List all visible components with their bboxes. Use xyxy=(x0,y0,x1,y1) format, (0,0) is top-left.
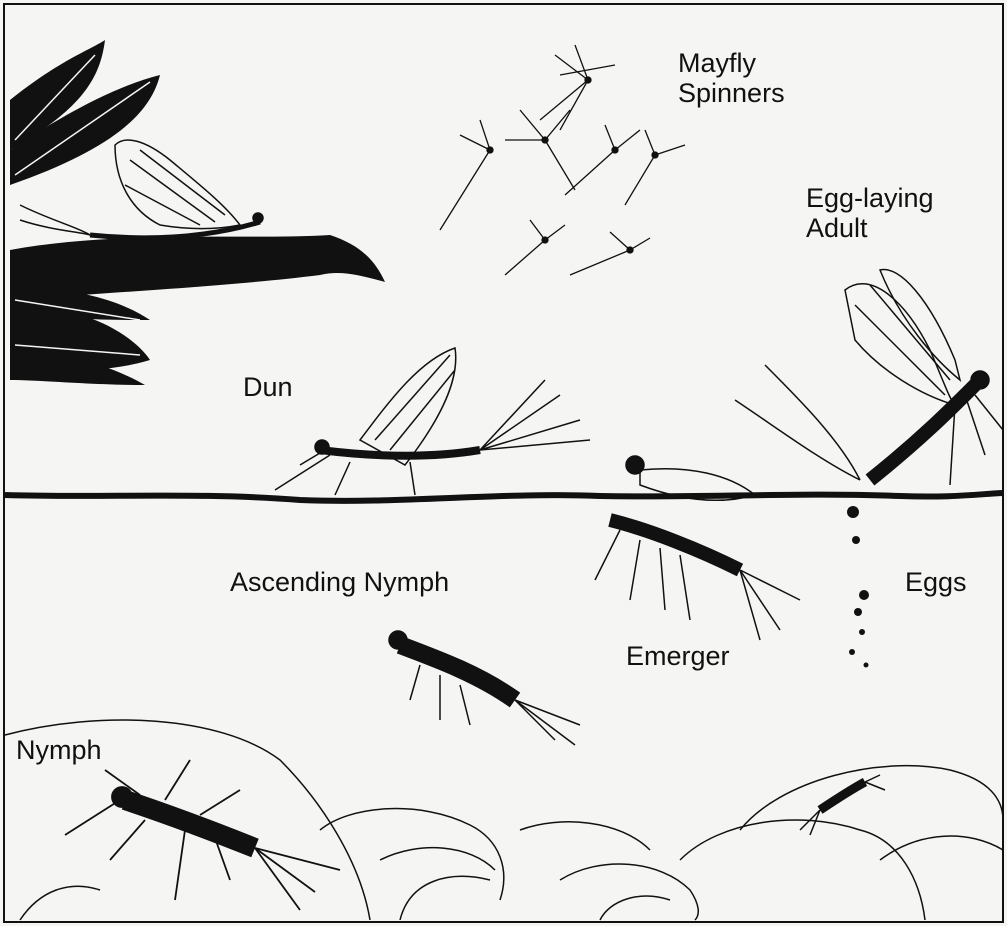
flying-spinners xyxy=(440,45,685,275)
egg-laying-adult-label: Egg-laying Adult xyxy=(806,183,934,243)
egg-laying-adult-line-2: Adult xyxy=(806,213,934,243)
eggs-dots xyxy=(847,506,869,668)
eggs-label: Eggs xyxy=(905,567,967,597)
small-nymph xyxy=(800,775,885,835)
water-surface xyxy=(5,493,1003,501)
nymph-label: Nymph xyxy=(16,735,102,765)
mayfly-spinners-line-2: Spinners xyxy=(678,78,785,108)
emerger-label: Emerger xyxy=(626,641,730,671)
ascending-nymph-label: Ascending Nymph xyxy=(230,567,449,597)
crawling-nymph xyxy=(65,760,340,910)
dun-mayfly xyxy=(275,348,590,495)
egg-laying-adult-line-1: Egg-laying xyxy=(806,183,934,213)
dun-label: Dun xyxy=(243,372,293,402)
ascending-nymph xyxy=(389,631,580,745)
mayfly-spinners-line-1: Mayfly xyxy=(678,48,785,78)
mayfly-spinners-label: Mayfly Spinners xyxy=(678,48,785,108)
leafy-branch xyxy=(10,40,385,385)
emerger-mayfly xyxy=(595,456,800,640)
egg-laying-adult-mayfly xyxy=(735,270,1003,485)
